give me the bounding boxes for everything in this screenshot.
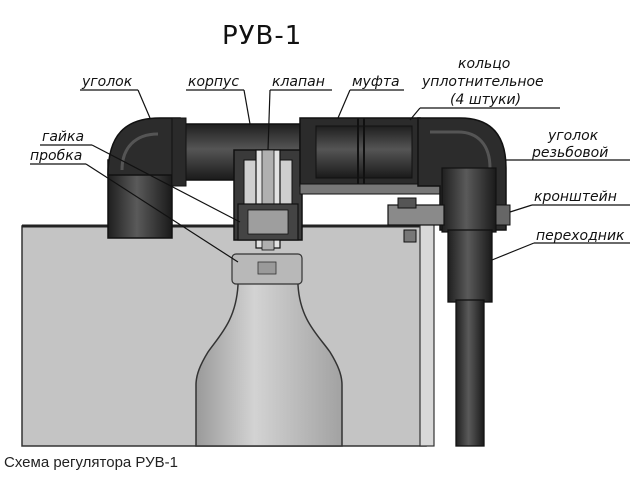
label-probka: пробка xyxy=(30,148,82,164)
label-perekhodnik: переходник xyxy=(536,228,625,244)
adapter-pipe xyxy=(447,229,493,447)
leader-lines xyxy=(30,89,630,263)
label-ugolok: уголок xyxy=(81,74,133,90)
label-gaika: гайка xyxy=(42,129,84,145)
regulator-diagram: РУВ-1 xyxy=(21,21,630,447)
diagram-title: РУВ-1 xyxy=(222,21,302,51)
label-koltso-1: кольцо xyxy=(458,56,510,72)
valve-assembly xyxy=(233,149,303,251)
label-mufta: муфта xyxy=(352,74,400,90)
label-ugolok-rez-2: резьбовой xyxy=(531,145,608,161)
right-elbow xyxy=(417,117,507,233)
label-korpus: корпус xyxy=(188,74,239,90)
figure-caption: Схема регулятора РУВ-1 xyxy=(4,454,178,471)
label-ugolok-rez-1: уголок xyxy=(547,128,599,144)
bracket xyxy=(387,197,511,243)
label-kronshtein: кронштейн xyxy=(534,189,617,205)
label-koltso-3: (4 штуки) xyxy=(450,92,521,108)
label-klapan: клапан xyxy=(272,74,325,90)
label-koltso-2: уплотнительное xyxy=(421,74,544,90)
bottle xyxy=(195,253,343,447)
coupling xyxy=(299,117,441,195)
left-elbow xyxy=(107,117,181,239)
labels: уголок корпус клапан муфта кольцо уплотн… xyxy=(30,56,625,244)
